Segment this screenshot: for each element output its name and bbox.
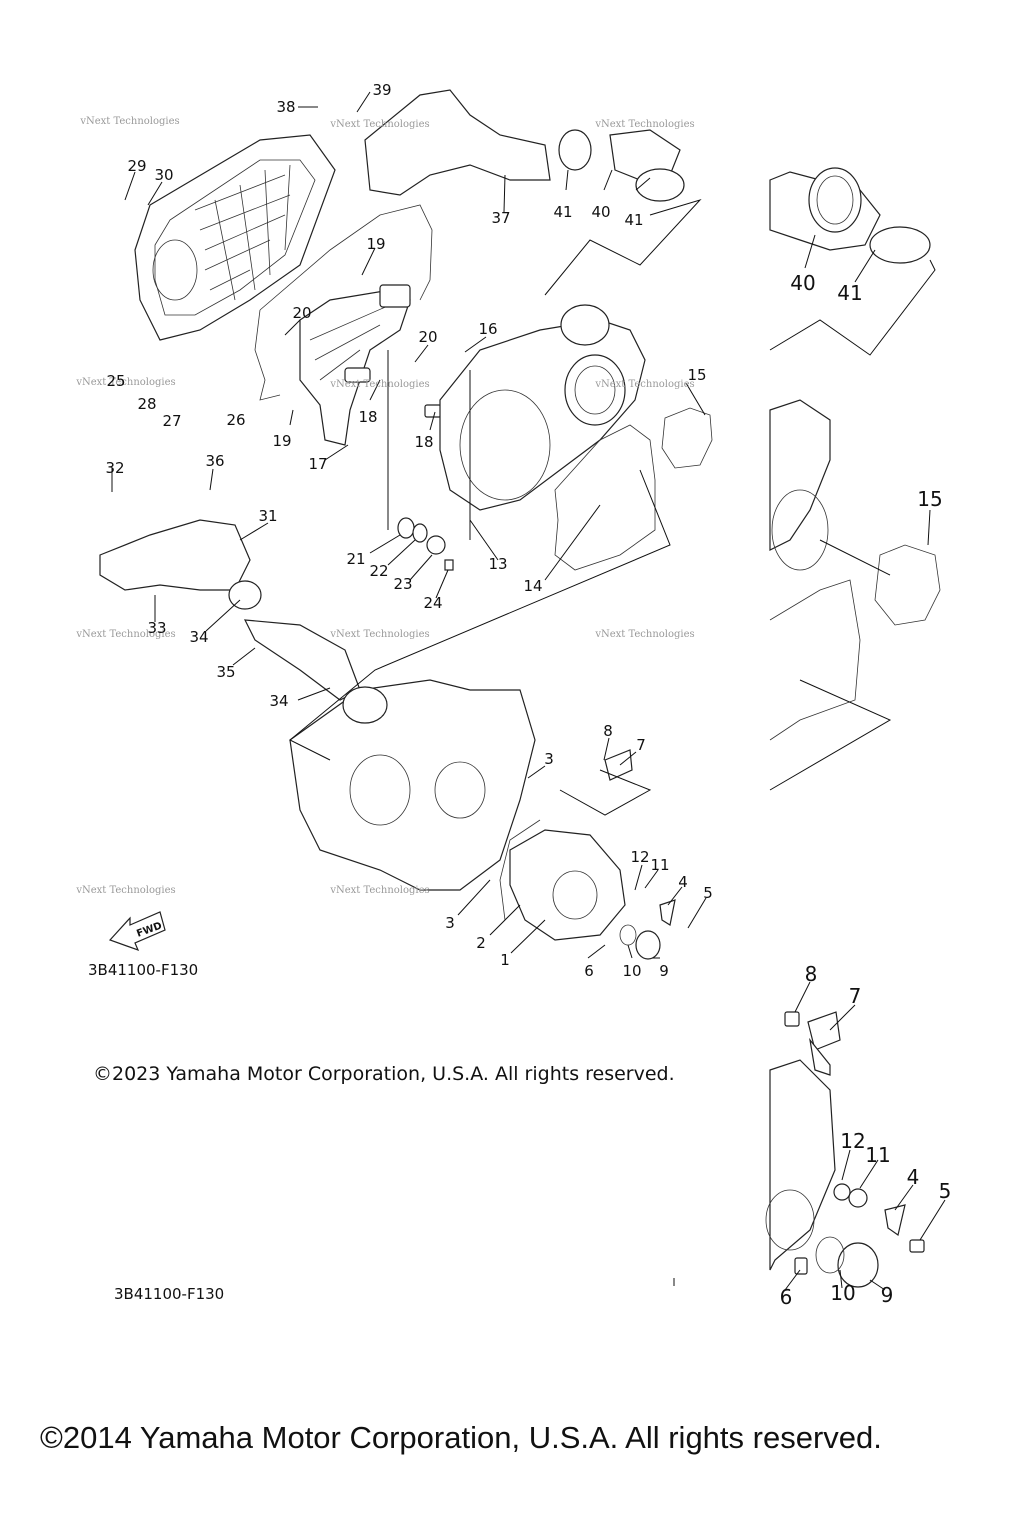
callout-19: 19 — [366, 235, 385, 253]
watermark: vNext Technologies — [75, 629, 175, 640]
callout-18: 18 — [358, 408, 377, 426]
fwd-arrow-icon — [108, 911, 166, 952]
callout-4: 4 — [907, 1165, 920, 1189]
callout-28: 28 — [137, 395, 156, 413]
zoom-inset-lower — [673, 981, 946, 1291]
watermark: vNext Technologies — [594, 629, 694, 640]
copyright-2023: ©2023 Yamaha Motor Corporation, U.S.A. A… — [93, 1063, 675, 1085]
callout-23: 23 — [393, 575, 412, 593]
watermark: vNext Technologies — [79, 116, 179, 127]
callout-38: 38 — [276, 98, 295, 116]
parts-artwork — [99, 89, 713, 960]
callout-40: 40 — [790, 271, 815, 295]
callout-33: 33 — [147, 619, 166, 637]
watermark: vNext Technologies — [594, 379, 694, 390]
callout-8: 8 — [805, 962, 818, 986]
callout-36: 36 — [205, 452, 224, 470]
bracket-drawing — [299, 284, 442, 446]
callout-21: 21 — [346, 550, 365, 568]
watermark: vNext Technologies — [75, 377, 175, 388]
housing-gasket-drawing — [554, 424, 656, 571]
callout-5: 5 — [939, 1179, 952, 1203]
cover-gasket-drawing — [254, 204, 433, 401]
callout-20: 20 — [418, 328, 437, 346]
copyright-2014: ©2014 Yamaha Motor Corporation, U.S.A. A… — [40, 1420, 882, 1455]
callout-12: 12 — [630, 848, 649, 866]
callout-22: 22 — [369, 562, 388, 580]
callout-9: 9 — [659, 962, 669, 980]
callout-30: 30 — [154, 166, 173, 184]
watermark: vNext Technologies — [329, 885, 429, 896]
callout-15: 15 — [917, 487, 942, 511]
callout-19: 19 — [272, 432, 291, 450]
callout-11: 11 — [650, 856, 669, 874]
watermark: vNext Technologies — [329, 629, 429, 640]
callout-11: 11 — [865, 1143, 890, 1167]
callout-7: 7 — [849, 984, 862, 1008]
diagram-code-lower: 3B41100-F130 — [114, 1285, 224, 1303]
callout-41: 41 — [624, 211, 643, 229]
callout-12: 12 — [840, 1129, 865, 1153]
crankcase-block-drawing — [289, 679, 536, 891]
callout-10: 10 — [830, 1281, 855, 1305]
callout-14: 14 — [523, 577, 542, 595]
callouts-zoom: 40 41 15 8 7 12 11 4 5 6 10 9 — [780, 271, 952, 1309]
callouts-main: 38 39 37 41 40 41 29 30 19 20 20 16 15 2… — [105, 81, 712, 980]
crankcase-cover-drawing — [134, 134, 336, 341]
callout-16: 16 — [478, 320, 497, 338]
upper-air-duct-drawing — [364, 89, 551, 196]
watermark: vNext Technologies — [75, 885, 175, 896]
callout-3: 3 — [544, 750, 554, 768]
watermarks: vNext Technologies vNext Technologies vN… — [75, 116, 694, 896]
callout-32: 32 — [105, 459, 124, 477]
watermark: vNext Technologies — [329, 379, 429, 390]
callout-6: 6 — [584, 962, 594, 980]
callout-9: 9 — [881, 1283, 894, 1307]
callout-26: 26 — [226, 411, 245, 429]
small-gasket-drawing — [661, 407, 713, 469]
callout-10: 10 — [622, 962, 641, 980]
callout-37: 37 — [491, 209, 510, 227]
callout-18: 18 — [414, 433, 433, 451]
upper-boot-drawing — [558, 129, 685, 202]
callout-34: 34 — [269, 692, 288, 710]
callout-41: 41 — [837, 281, 862, 305]
callout-41: 41 — [553, 203, 572, 221]
callout-31: 31 — [258, 507, 277, 525]
callout-25: 25 — [106, 372, 125, 390]
callout-4: 4 — [678, 873, 688, 891]
callout-5: 5 — [703, 884, 713, 902]
bearing-stack-drawing — [397, 517, 454, 571]
callout-20: 20 — [292, 304, 311, 322]
callout-8: 8 — [603, 722, 613, 740]
callout-15: 15 — [687, 366, 706, 384]
diagram-code: 3B41100-F130 — [88, 961, 198, 979]
callout-27: 27 — [162, 412, 181, 430]
callout-17: 17 — [308, 455, 327, 473]
plug-drawing — [635, 930, 661, 960]
zoom-inset-upper — [769, 167, 941, 791]
callout-24: 24 — [423, 594, 442, 612]
lower-air-duct-drawing — [99, 519, 361, 701]
callout-39: 39 — [372, 81, 391, 99]
watermark: vNext Technologies — [329, 119, 429, 130]
callout-35: 35 — [216, 663, 235, 681]
watermark: vNext Technologies — [594, 119, 694, 130]
clip-drawing — [604, 749, 633, 781]
callout-40: 40 — [591, 203, 610, 221]
callout-29: 29 — [127, 157, 146, 175]
callout-2: 2 — [476, 934, 486, 952]
callout-7: 7 — [636, 736, 646, 754]
clutch-housing-drawing — [439, 304, 646, 511]
callout-34: 34 — [189, 628, 208, 646]
callout-6: 6 — [780, 1285, 793, 1309]
stator-cover-drawing — [499, 819, 626, 941]
callout-13: 13 — [488, 555, 507, 573]
leader-lines — [111, 91, 707, 959]
callout-1: 1 — [500, 951, 510, 969]
callout-3: 3 — [445, 914, 455, 932]
